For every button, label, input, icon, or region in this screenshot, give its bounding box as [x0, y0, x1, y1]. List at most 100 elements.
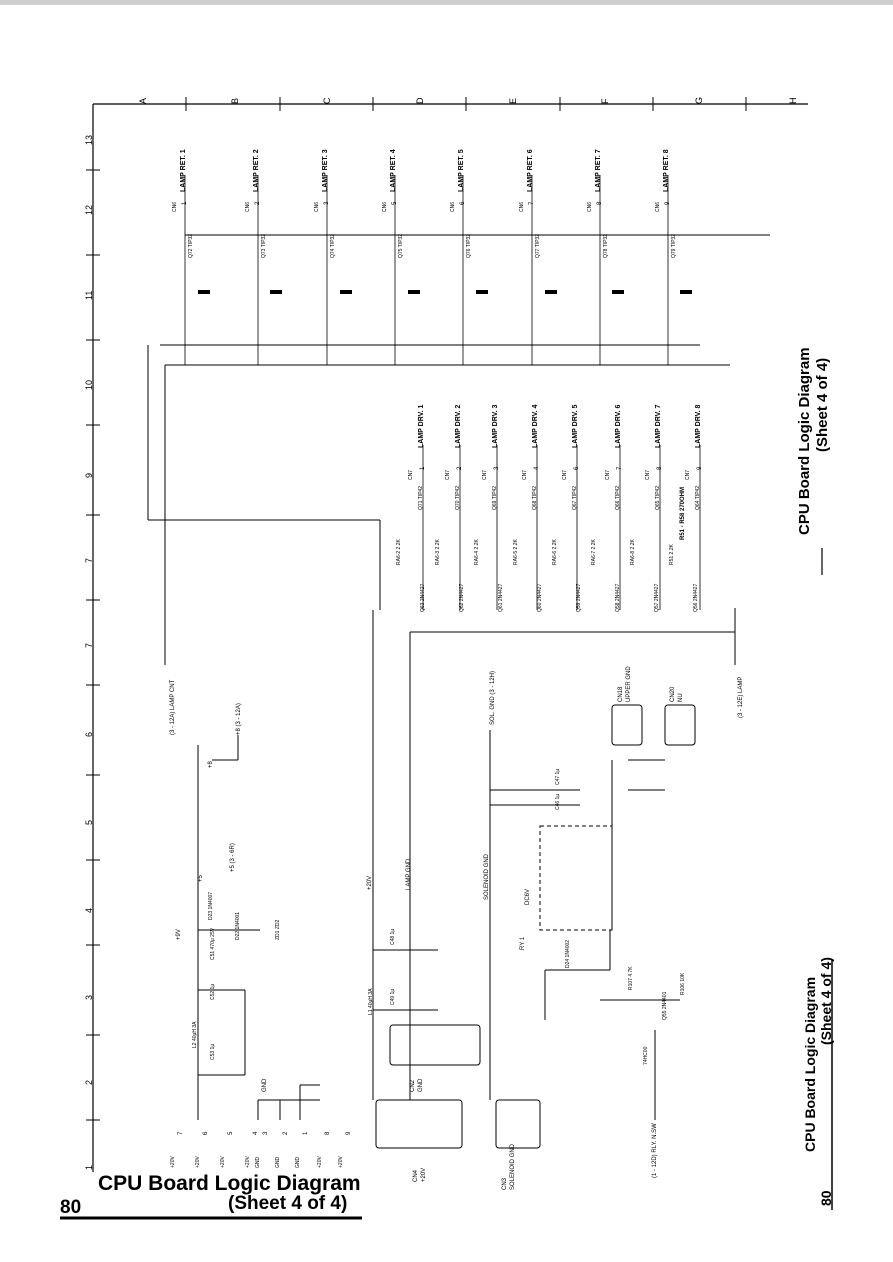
drive-resistor-label: RA6-8 2.2K — [630, 539, 636, 565]
lamp-return-label: LAMP RET. 6 — [527, 149, 534, 192]
lamp-return-pin: 2 — [255, 201, 261, 205]
lamp-drive-label: LAMP DRV. 7 — [655, 404, 662, 448]
power-connector-net: +20V — [170, 1156, 176, 1168]
side-subtitle-bottom: (Sheet 4 of 4) — [818, 957, 834, 1045]
lamp-return-transistor: Q76 TIP32 — [466, 233, 472, 258]
lamp-return-pin: 6 — [460, 201, 466, 205]
power-component-label: R106 10K — [680, 972, 686, 995]
drive-transistor-label: Q61 2N4427 — [498, 583, 504, 612]
power-component-label: C51 470μ 25V — [210, 927, 216, 960]
power-component-label: C48 1μ — [390, 928, 396, 945]
connector-cn3-desc: SOLENOID GND — [510, 1143, 516, 1190]
power-connector-pin: 4 — [253, 1131, 259, 1135]
lamp-return-connector: CN6 — [172, 201, 178, 212]
signal-label-lamp-gnd: LAMP GND — [406, 858, 412, 890]
power-component-label: C53 1μ — [210, 1043, 216, 1060]
lamp-return-label: LAMP RET. 5 — [458, 149, 465, 192]
power-connector-net: GND — [255, 1156, 261, 1168]
lamp-drive-pin: 4 — [534, 466, 540, 470]
lamp-return-transistor: Q74 TIP32 — [330, 233, 336, 258]
power-connector-net: +20V — [220, 1156, 226, 1168]
connector-cn20-label: CN20 — [670, 686, 676, 702]
drive-resistor-label: RA6-3 2.2K — [435, 539, 441, 565]
lamp-drive-connector: CN7 — [645, 469, 651, 480]
lamp-return-transistor: Q75 TIP32 — [398, 233, 404, 258]
power-component-label: C49 1μ — [390, 988, 396, 1005]
signal-label-v20: +20V — [367, 875, 373, 890]
lamp-drive-pin: 2 — [457, 466, 463, 470]
zone-letter: B — [230, 97, 240, 104]
zone-number: 12 — [84, 204, 94, 215]
lamp-drive-transistor: Q68 TIP42 — [532, 485, 538, 510]
lamp-drive-transistor: Q65 TIP42 — [655, 485, 661, 510]
lamp-drive-pin: 8 — [657, 466, 663, 470]
connector-cn2-desc: GND — [418, 1078, 424, 1092]
drive-transistor-label: Q60 2N4427 — [537, 583, 543, 612]
lamp-return-label: LAMP RET. 2 — [253, 149, 260, 192]
lamp-drive-connector: CN7 — [685, 469, 691, 480]
page-number: 80 — [60, 1197, 82, 1218]
power-connector-pin: 3 — [263, 1131, 269, 1135]
power-connector-pin: 1 — [303, 1131, 309, 1135]
lamp-drive-label: LAMP DRV. 3 — [492, 404, 499, 448]
lamp-drive-transistor: Q71 TIP42 — [418, 485, 424, 510]
drive-resistor-label: RA6-6 2.2K — [552, 539, 558, 565]
lamp-drive-label: LAMP DRV. 5 — [572, 404, 579, 448]
lamp-drive-transistor: Q64 TIP42 — [695, 485, 701, 510]
lamp-drive-connector: CN7 — [605, 469, 611, 480]
zone-number: 7 — [84, 642, 94, 648]
power-component-label: L2 40μH 3A — [192, 1021, 198, 1048]
power-connector-pin: 7 — [178, 1131, 184, 1135]
power-component-label: C47 1μ — [555, 768, 561, 785]
signal-label-relay: RY 1 — [520, 936, 526, 950]
drive-resistor-label: RA6-5 2.2K — [513, 539, 519, 565]
zone-number: 5 — [84, 819, 94, 825]
drive-resistor-label: R51 2.2K — [669, 544, 675, 565]
drive-resistor-label: RA6-2 2.2K — [396, 539, 402, 565]
zone-letter: C — [322, 97, 332, 105]
power-connector-net: GND — [295, 1156, 301, 1168]
side-title: CPU Board Logic Diagram — [796, 347, 813, 535]
signal-label-v8-ref: +8 (3 - 12A) — [236, 703, 242, 735]
lamp-drive-label: LAMP DRV. 6 — [615, 404, 622, 448]
lamp-return-label: LAMP RET. 8 — [663, 149, 670, 192]
zone-letter: G — [694, 96, 704, 104]
signal-label-v8: +8 — [208, 761, 214, 768]
resistor-note: R51 - R58 270OHM — [680, 486, 686, 540]
lamp-return-connector: CN6 — [245, 201, 251, 212]
lamp-return-pin: 7 — [529, 201, 535, 205]
signal-label-lamp-cnt: (3 - 12A) LAMP CNT — [170, 679, 176, 735]
lamp-return-label: LAMP RET. 7 — [595, 149, 602, 192]
zone-number: 11 — [84, 290, 94, 300]
signal-label-v9: +9V — [176, 929, 182, 940]
lamp-return-transistor: Q73 TIP32 — [261, 233, 267, 258]
lamp-return-connector: CN6 — [450, 201, 456, 212]
lamp-return-label: LAMP RET. 3 — [322, 149, 329, 192]
zone-letter: E — [508, 97, 518, 104]
drive-transistor-label: Q63 2N4427 — [420, 583, 426, 612]
signal-label-rly-nsw: (1 - 12D) RLY. N.SW — [652, 1123, 658, 1178]
lamp-return-transistor: Q77 TIP32 — [535, 233, 541, 258]
lamp-return-connector: CN6 — [519, 201, 525, 212]
power-connector-pin: 9 — [346, 1131, 352, 1135]
lamp-return-connector: CN6 — [314, 201, 320, 212]
power-connector-pin: 5 — [228, 1131, 234, 1135]
lamp-drive-connector: CN7 — [522, 469, 528, 480]
lamp-return-pin: 8 — [597, 201, 603, 205]
lamp-return-pin: 9 — [665, 201, 671, 205]
signal-label-upper-gnd: UPPER GND — [626, 666, 632, 702]
zone-number: 3 — [84, 994, 94, 1000]
lamp-return-pin: 3 — [324, 201, 330, 205]
lamp-drive-transistor: Q66 TIP42 — [615, 485, 621, 510]
lamp-drive-pin: 1 — [420, 466, 426, 470]
page-title: CPU Board Logic Diagram — [98, 1172, 361, 1195]
power-connector-net: +20V — [195, 1156, 201, 1168]
power-component-label: D22 1N4001 — [235, 911, 241, 940]
drive-resistor-label: RA6-4 2.2K — [474, 539, 480, 565]
lamp-return-connector: CN6 — [655, 201, 661, 212]
drive-transistor-label: Q59 2N4427 — [576, 583, 582, 612]
lamp-drive-pin: 3 — [494, 466, 500, 470]
power-connector-net: GND — [275, 1156, 281, 1168]
power-connector-net: +20V — [245, 1156, 251, 1168]
